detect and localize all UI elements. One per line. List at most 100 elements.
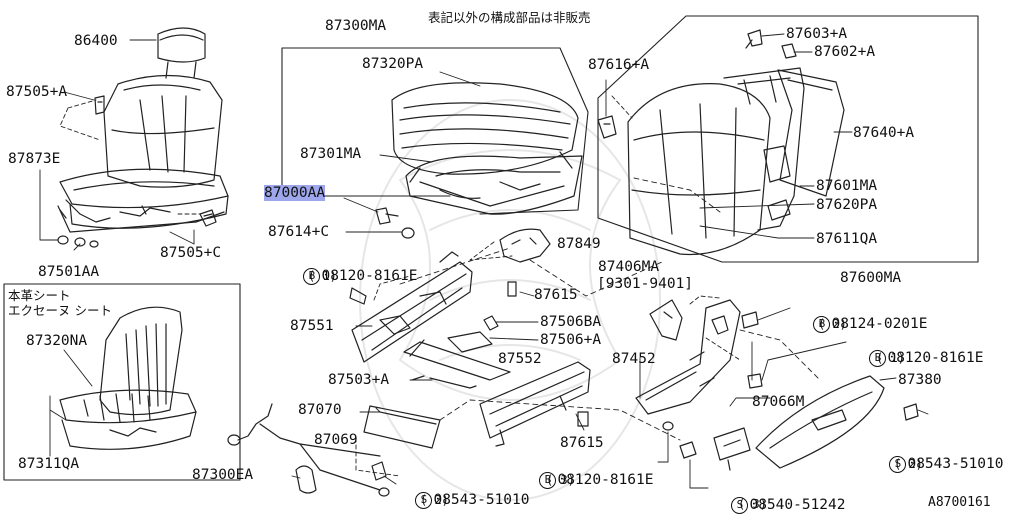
screw-qty-1: ( 2): [420, 493, 449, 507]
leader-lines-cushion: [343, 71, 481, 233]
caps-87501aa-drawing: [57, 235, 99, 248]
part-label-87452[interactable]: 87452: [612, 351, 656, 367]
part-label-87501aa[interactable]: 87501AA: [38, 264, 100, 280]
leader-lines-side: [639, 295, 929, 489]
part-label-87620pa[interactable]: 87620PA: [816, 197, 878, 213]
screw-mark-s: S: [889, 456, 907, 473]
part-label-87070[interactable]: 87070: [298, 402, 342, 418]
bolt-qty-4: ( 3): [546, 473, 575, 487]
knob-87066m-drawing: [713, 427, 751, 471]
harness-87069-drawing: [227, 403, 390, 497]
bracket-87506-drawing: [447, 315, 499, 353]
bracket-87849-drawing: [499, 228, 551, 263]
part-label-87614c[interactable]: 87614+C: [268, 224, 330, 240]
part-label-87506a[interactable]: 87506+A: [540, 332, 602, 348]
part-label-87069[interactable]: 87069: [314, 432, 358, 448]
part-label-87873e[interactable]: 87873E: [8, 151, 61, 167]
clip-87603a-drawing: [745, 29, 763, 49]
figure-code: A8700161: [928, 495, 991, 510]
inset-seat-drawing: [59, 306, 197, 450]
inset-title-ecsaine: エクセーヌ シート: [8, 303, 112, 318]
cushion-group-frame: [281, 47, 589, 215]
part-label-87616a[interactable]: 87616+A: [588, 57, 650, 73]
screw-mark-s: S: [415, 492, 433, 509]
part-label-87503a[interactable]: 87503+A: [328, 372, 390, 388]
bolt-mark-b: B: [303, 268, 321, 285]
screw-08543-a-drawing: [371, 461, 387, 481]
part-label-87000aa[interactable]: 87000AA: [264, 185, 326, 201]
part-label-87551[interactable]: 87551: [290, 318, 334, 334]
lever-87406ma-drawing: [649, 299, 683, 341]
screw-qty-3: ( 2): [894, 457, 923, 471]
spring-87503-drawing: [411, 375, 477, 389]
bolt-mark-b: B: [539, 472, 557, 489]
part-label-87603a[interactable]: 87603+A: [786, 26, 848, 42]
seatback-pad-drawing: [627, 83, 771, 256]
part-label-87300ea[interactable]: 87300EA: [192, 467, 254, 483]
part-label-87602a[interactable]: 87602+A: [814, 44, 876, 60]
clip-87505c-drawing: [199, 209, 217, 227]
recliner-87452-drawing: [635, 299, 741, 415]
part-label-87600ma[interactable]: 87600MA: [840, 270, 902, 286]
part-label-87601ma[interactable]: 87601MA: [816, 178, 878, 194]
part-label-87066m[interactable]: 87066M: [752, 394, 805, 410]
seatback-frame-drawing: [723, 67, 805, 231]
backboard-87640a-drawing: [777, 69, 845, 197]
clip-87602a-drawing: [781, 43, 797, 59]
part-label-87300ma[interactable]: 87300MA: [325, 18, 387, 34]
screw-08540-drawing: [679, 441, 697, 459]
part-label-87320na[interactable]: 87320NA: [26, 333, 88, 349]
part-label-87552[interactable]: 87552: [498, 351, 542, 367]
part-label-87301ma[interactable]: 87301MA: [300, 146, 362, 162]
cap-87614c-drawing: [401, 227, 415, 239]
cushion-frame-drawing: [405, 155, 583, 215]
seat-slide-left-rail-drawing: [351, 251, 473, 363]
part-label-87615-b[interactable]: 87615: [560, 435, 604, 451]
screw-08543-b-drawing: [903, 403, 919, 421]
part-label-87849[interactable]: 87849: [557, 236, 601, 252]
part-label-87406ma-range: [9301-9401]: [597, 276, 694, 292]
leader-lines-left: [39, 39, 201, 251]
screw-08120-b-drawing: [747, 373, 763, 389]
screw-qty-2: ( 3): [738, 497, 767, 511]
part-label-87505c[interactable]: 87505+C: [160, 245, 222, 261]
side-cover-87380-drawing: [755, 375, 885, 469]
cushion-pad-drawing: [391, 82, 579, 183]
part-label-87615-a[interactable]: 87615: [534, 287, 578, 303]
part-label-87406ma[interactable]: 87406MA: [598, 259, 660, 275]
part-label-87640a[interactable]: 87640+A: [853, 125, 915, 141]
leader-lines-back: [605, 33, 853, 239]
part-label-86400[interactable]: 86400: [74, 33, 118, 49]
part-label-87380[interactable]: 87380: [898, 372, 942, 388]
seat-slide-right-rail-drawing: [479, 361, 591, 447]
part-label-87320pa[interactable]: 87320PA: [362, 56, 424, 72]
part-label-87505a[interactable]: 87505+A: [6, 84, 68, 100]
bolt-87615a-drawing: [507, 281, 517, 297]
inset-title-leather: 本革シート: [8, 288, 71, 303]
not-sold-note: 表記以外の構成部品は非販売: [428, 10, 591, 25]
bolt-87000aa-drawing: [375, 207, 399, 225]
seat-assembly-drawing: [57, 27, 229, 233]
clip-87505a-drawing: [94, 95, 105, 115]
bolt-qty-3: ( 1): [876, 351, 905, 365]
screw-08124-drawing: [741, 311, 759, 329]
bolt-qty-1: ( 1): [308, 269, 337, 283]
bolt-mark-b: B: [869, 350, 887, 367]
part-label-87611qa[interactable]: 87611QA: [816, 231, 878, 247]
bolt-87615b-drawing: [577, 411, 589, 427]
part-label-87506ba[interactable]: 87506BA: [540, 314, 602, 330]
bolt-08120-drawing: [349, 287, 367, 305]
leader-lines-center: [291, 241, 681, 485]
part-label-87311qa[interactable]: 87311QA: [18, 456, 80, 472]
inset-frame: [3, 283, 241, 481]
bracket-87616a-drawing: [597, 115, 617, 139]
